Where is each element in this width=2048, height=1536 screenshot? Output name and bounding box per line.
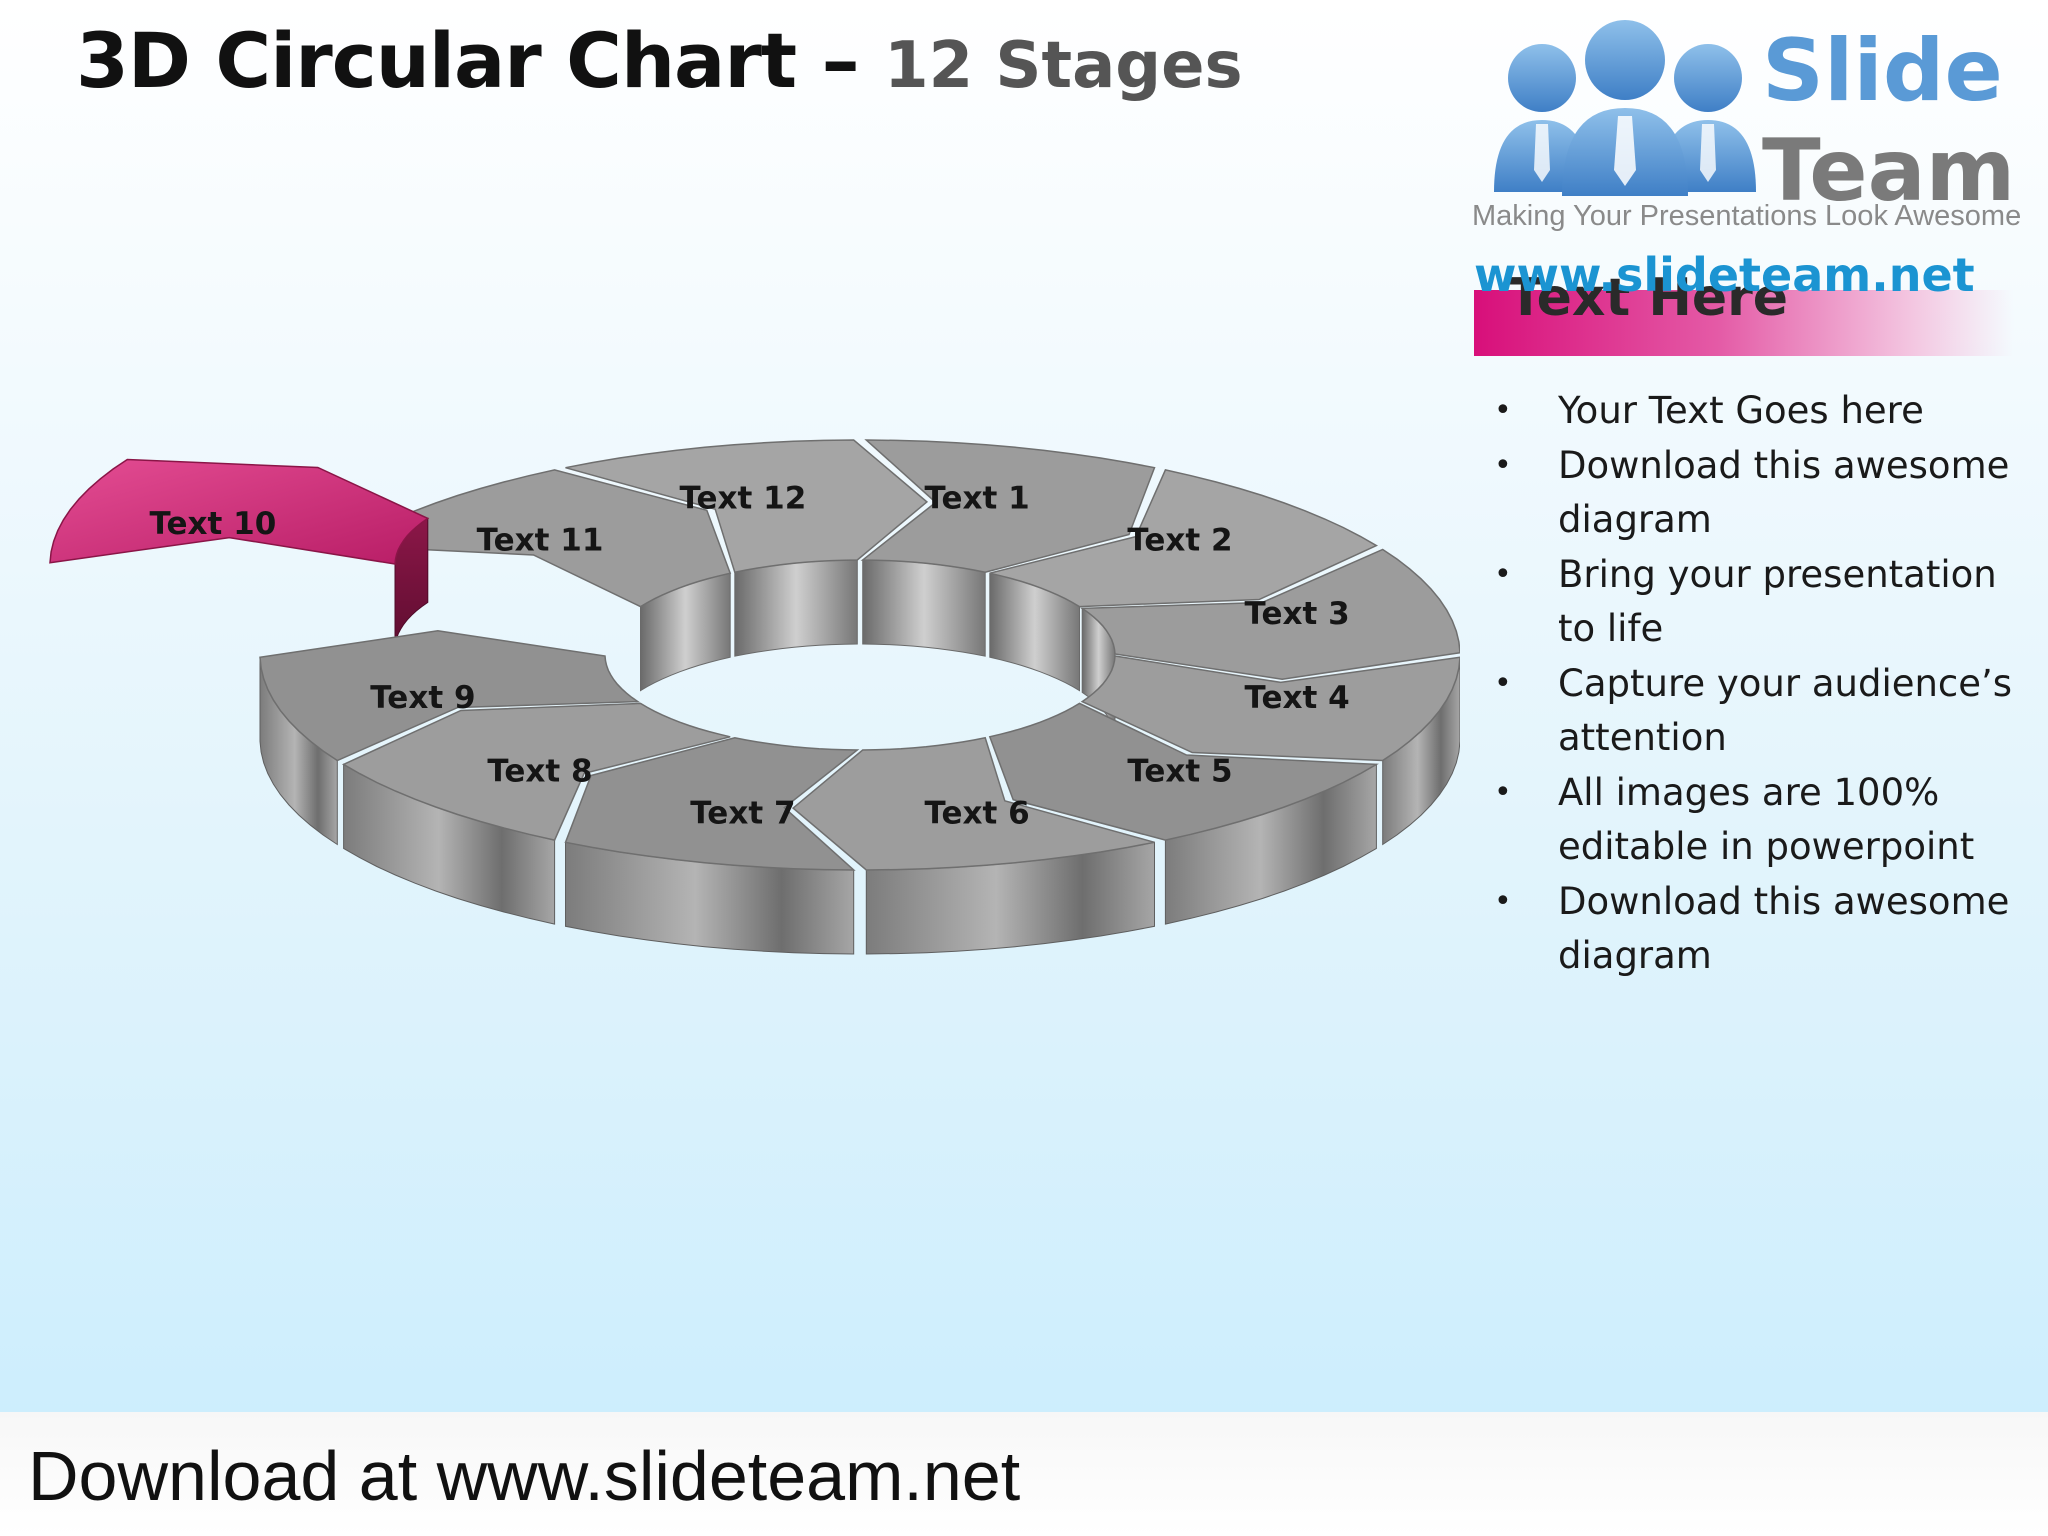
bullet-dot-icon: •: [1494, 774, 1512, 810]
stage-label: Text 12: [679, 481, 806, 517]
stage-top-face: [989, 469, 1379, 608]
stage-label: Text 7: [690, 795, 795, 831]
logo-url-link[interactable]: www.slideteam.net: [1474, 248, 1975, 302]
bullet-item: • Bring your presentation to life: [1480, 548, 2040, 657]
stage-top-face: [1080, 655, 1460, 762]
circular-diagram: Text 1 Text 2 Text 3 Text 4 Text 5 Text 6 Text…: [49, 439, 1460, 955]
stage-segment: [791, 736, 1155, 955]
stage-top-face: [341, 702, 731, 841]
bullet-text: Your Text Goes here: [1558, 389, 1924, 432]
label-layer: Text 1 Text 2 Text 3 Text 4 Text 5 Text 6 Text…: [149, 481, 1349, 832]
stage-segment: [988, 702, 1379, 925]
stage-label: Text 11: [477, 523, 604, 559]
stage-top-face: [49, 458, 430, 565]
stage-label: Text 10: [149, 506, 276, 542]
logo-name-slide: Slide: [1762, 21, 2003, 121]
bullet-dot-icon: •: [1494, 447, 1512, 483]
footer-download-text[interactable]: Download at www.slideteam.net: [28, 1437, 1021, 1515]
stage-segment: [989, 469, 1379, 692]
stage-segment: [49, 458, 430, 649]
stage-label: Text 1: [924, 481, 1029, 517]
stage-top-face: [1079, 548, 1460, 680]
stage-top-face: [259, 630, 641, 762]
stage-segment: [341, 702, 731, 925]
stage-segment: [564, 737, 860, 955]
stage-label: Text 6: [924, 795, 1029, 831]
sidebar-header-bar: [1474, 290, 2014, 356]
stage-segment: [259, 630, 641, 846]
slideteam-logo[interactable]: Slide Team Making Your Presentations Loo…: [1470, 20, 2030, 320]
bullet-item: • All images are 100% editable in powerpo…: [1480, 766, 2040, 875]
bullet-dot-icon: •: [1494, 393, 1512, 428]
stage-top-face: [341, 469, 732, 608]
bullet-item: • Capture your audience’s attention: [1480, 657, 2040, 766]
stage-segment: [565, 439, 929, 657]
title-sub: 12 Stages: [884, 29, 1243, 103]
bullet-text: Download this awesome diagram: [1558, 443, 2010, 542]
title-main: 3D Circular Chart –: [76, 16, 860, 105]
bullet-dot-icon: •: [1494, 883, 1512, 919]
bullet-item: • Download this awesome diagram: [1480, 439, 2040, 548]
bullet-text: All images are 100% editable in powerpoi…: [1558, 770, 1975, 869]
stage-segment: [860, 439, 1156, 657]
stage-label: Text 2: [1127, 523, 1232, 559]
logo-name-team: Team: [1762, 121, 2016, 221]
stage-label: Text 9: [370, 680, 475, 716]
bullet-text: Bring your presentation to life: [1558, 552, 1997, 651]
bullet-text: Download this awesome diagram: [1558, 879, 2010, 978]
stage-label: Text 4: [1244, 680, 1349, 716]
page-title: 3D Circular Chart – 12 Stages: [76, 16, 1243, 105]
stage-top-face: [565, 439, 929, 574]
stage-inner-wall: [862, 559, 986, 657]
stage-segment: [1080, 655, 1460, 846]
ring-layer: [49, 439, 1460, 955]
bullet-item: • Download this awesome diagram: [1480, 875, 2040, 984]
bullet-item: • Your Text Goes here: [1480, 384, 2040, 439]
bullet-dot-icon: •: [1494, 556, 1512, 592]
stage-top-face: [988, 702, 1379, 841]
stage-label: Text 3: [1244, 596, 1349, 632]
stage-top-face: [564, 737, 860, 871]
bullet-text: Capture your audience’s attention: [1558, 661, 2013, 760]
stage-label: Text 8: [487, 753, 592, 789]
stage-label: Text 5: [1127, 753, 1232, 789]
stage-top-face: [860, 439, 1156, 573]
stage-inner-wall: [734, 559, 858, 657]
stage-segment: [341, 469, 732, 692]
sidebar-header: Text Here: [1508, 270, 1789, 326]
stage-top-face: [791, 736, 1155, 871]
bullet-list: • Your Text Goes here • Download this awes…: [1480, 384, 2040, 984]
people-group-icon: [1494, 20, 1756, 196]
bullet-dot-icon: •: [1494, 665, 1512, 701]
logo-tagline: Making Your Presentations Look Awesome: [1472, 200, 2022, 232]
footer-bar: Download at www.slideteam.net: [0, 1412, 2048, 1536]
